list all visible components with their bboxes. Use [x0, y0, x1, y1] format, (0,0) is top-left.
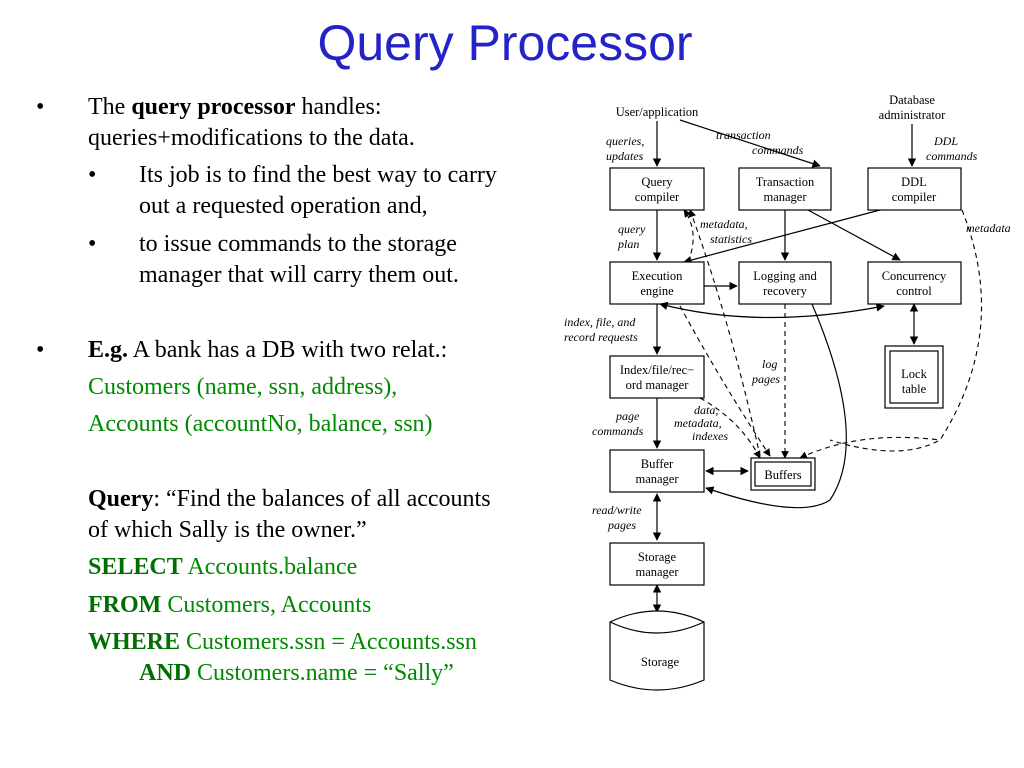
buffers-inner-box: [754, 461, 812, 487]
execution-engine-box: [609, 261, 705, 305]
metadata-statistics-label-1: metadata,: [700, 217, 748, 231]
slide-body: • The query processor handles: queries+m…: [36, 94, 497, 686]
sub-bullet-job: Its job is to find the best way to carry: [139, 162, 497, 188]
bullet-query-processor: The query processor handles:: [88, 94, 382, 120]
index-manager-label-2: ord manager: [626, 378, 690, 392]
logging-recovery-label-2: recovery: [763, 284, 807, 298]
lock-table-inner-box: [889, 350, 939, 404]
bullet-dot: •: [36, 337, 45, 363]
execution-engine-label-1: Execution: [632, 269, 683, 283]
sub-bullet-issue-line2: manager that will carry them out.: [139, 262, 459, 288]
ddl-commands-label-1: DDL: [933, 134, 958, 148]
sub-bullet-job-line2: out a requested operation and,: [139, 193, 428, 219]
page-commands-label-2: commands: [592, 424, 644, 438]
bullet-example: E.g. A bank has a DB with two relat.:: [88, 337, 448, 363]
sql-and: AND Customers.name = “Sally”: [139, 660, 454, 686]
query-description-line2: of which Sally is the owner.”: [88, 517, 367, 543]
ddl-compiler-box: [867, 167, 962, 211]
sql-where: WHERE Customers.ssn = Accounts.ssn: [88, 629, 477, 655]
slide-title: Query Processor: [317, 15, 693, 71]
query-plan-label-1: query: [618, 222, 646, 236]
ddl-compiler-label-2: compiler: [892, 190, 937, 204]
storage-manager-box: [609, 542, 705, 586]
concurrency-control-label-2: control: [896, 284, 932, 298]
query-compiler-label-2: compiler: [635, 190, 680, 204]
logging-recovery-box: [738, 261, 832, 305]
relation-accounts: Accounts (accountNo, balance, ssn): [88, 411, 433, 437]
read-write-label-1: read/write: [592, 503, 642, 517]
db-admin-label-2: administrator: [879, 108, 946, 122]
bullet-dot: •: [36, 94, 45, 120]
read-write-label-2: pages: [607, 518, 636, 532]
sub-bullet-issue: to issue commands to the storage: [139, 231, 457, 257]
storage-label: Storage: [641, 655, 680, 669]
index-manager-label-1: Index/file/rec−: [620, 363, 694, 377]
execution-engine-label-2: engine: [640, 284, 674, 298]
index-requests-label-2: record requests: [564, 330, 638, 344]
sub-bullet-dot: •: [88, 231, 97, 257]
metadata-label: metadata: [966, 221, 1011, 235]
transaction-manager-label-1: Transaction: [756, 175, 815, 189]
relation-customers: Customers (name, ssn, address),: [88, 374, 398, 400]
buffer-manager-box: [609, 449, 705, 493]
sql-select: SELECT Accounts.balance: [88, 554, 358, 580]
lock-table-label-1: Lock: [901, 367, 927, 381]
sub-bullet-dot: •: [88, 162, 97, 188]
data-meta-label-2: metadata,: [674, 416, 722, 430]
transaction-manager-box: [738, 167, 832, 211]
db-admin-label-1: Database: [889, 93, 935, 107]
bullet-query-processor-line2: queries+modifications to the data.: [88, 125, 415, 151]
logging-recovery-label-1: Logging and: [753, 269, 817, 283]
queries-updates-label-1: queries,: [606, 134, 644, 148]
metadata-statistics-label-2: statistics: [710, 232, 752, 246]
buffer-manager-label-1: Buffer: [641, 457, 674, 471]
query-description: Query: “Find the balances of all account…: [88, 486, 491, 512]
concurrency-control-box: [867, 261, 962, 305]
log-pages-label-2: pages: [751, 372, 780, 386]
buffers-label: Buffers: [764, 468, 801, 482]
storage-cylinder: [609, 610, 705, 691]
data-meta-label-3: indexes: [692, 429, 728, 443]
log-pages-label-1: log: [762, 357, 777, 371]
queries-updates-label-2: updates: [606, 149, 644, 163]
buffer-manager-label-2: manager: [635, 472, 679, 486]
query-compiler-box: [609, 167, 705, 211]
index-requests-label-1: index, file, and: [564, 315, 636, 329]
index-manager-box: [609, 355, 705, 399]
sql-from: FROM Customers, Accounts: [88, 592, 372, 618]
ddl-commands-label-2: commands: [926, 149, 978, 163]
query-compiler-label-1: Query: [641, 175, 673, 189]
data-meta-label-1: data,: [694, 403, 718, 417]
ddl-compiler-label-1: DDL: [901, 175, 927, 189]
storage-manager-label-2: manager: [635, 565, 679, 579]
concurrency-control-label-1: Concurrency: [882, 269, 947, 283]
transaction-commands-label-2: commands: [752, 143, 804, 157]
query-plan-label-2: plan: [617, 237, 639, 251]
transaction-manager-label-2: manager: [763, 190, 807, 204]
lock-table-label-2: table: [902, 382, 927, 396]
page-commands-label-1: page: [615, 409, 640, 423]
storage-manager-label-1: Storage: [638, 550, 677, 564]
user-application-label: User/application: [616, 105, 699, 119]
transaction-commands-label-1: transaction: [716, 128, 771, 142]
